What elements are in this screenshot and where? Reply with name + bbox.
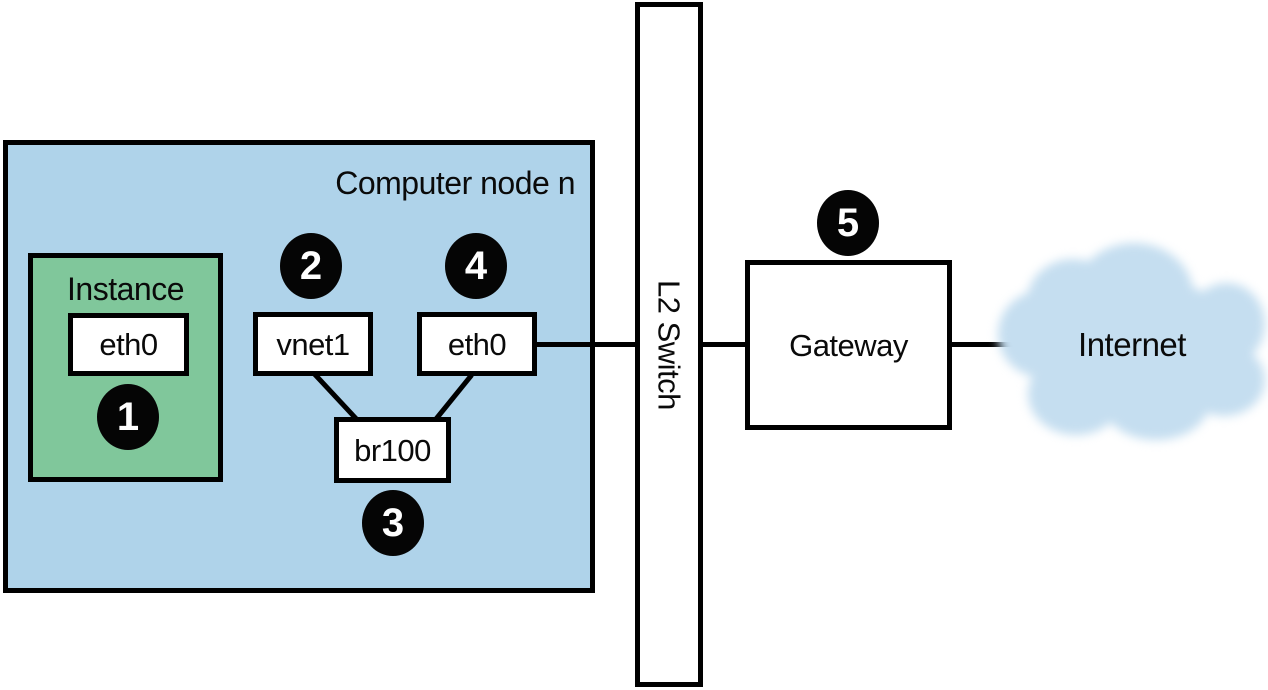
- marker-3: 3: [362, 490, 424, 556]
- link-gateway-to-internet: [949, 342, 1019, 347]
- marker-1-number: 1: [116, 395, 140, 439]
- internet-label: Internet: [1078, 325, 1186, 363]
- marker-2-number: 2: [299, 244, 323, 288]
- instance-label: Instance: [67, 271, 184, 307]
- marker-4: 4: [445, 233, 507, 299]
- gateway-label: Gateway: [789, 327, 908, 363]
- host-eth0-box: eth0: [417, 312, 537, 376]
- vnet1-box: vnet1: [253, 312, 373, 376]
- marker-5-number: 5: [836, 201, 860, 245]
- marker-3-number: 3: [381, 501, 405, 545]
- marker-1: 1: [97, 384, 159, 450]
- cloud-lobe: [1188, 283, 1265, 365]
- host-eth0-label: eth0: [447, 326, 507, 362]
- br100-label: br100: [354, 432, 431, 468]
- vnet1-label: vnet1: [276, 326, 350, 362]
- l2-switch-box: L2 Switch: [635, 2, 703, 687]
- compute-node-title: Computer node n: [335, 165, 575, 201]
- marker-4-number: 4: [464, 244, 488, 288]
- gateway-box: Gateway: [745, 260, 952, 430]
- l2-switch-label: L2 Switch: [651, 279, 687, 410]
- link-switch-to-gateway: [700, 342, 748, 347]
- marker-5: 5: [817, 190, 879, 256]
- instance-eth0-label: eth0: [99, 327, 158, 362]
- instance-eth0-box: eth0: [68, 313, 189, 376]
- link-eth0-to-switch: [530, 342, 638, 347]
- br100-box: br100: [334, 417, 451, 483]
- marker-2: 2: [280, 233, 342, 299]
